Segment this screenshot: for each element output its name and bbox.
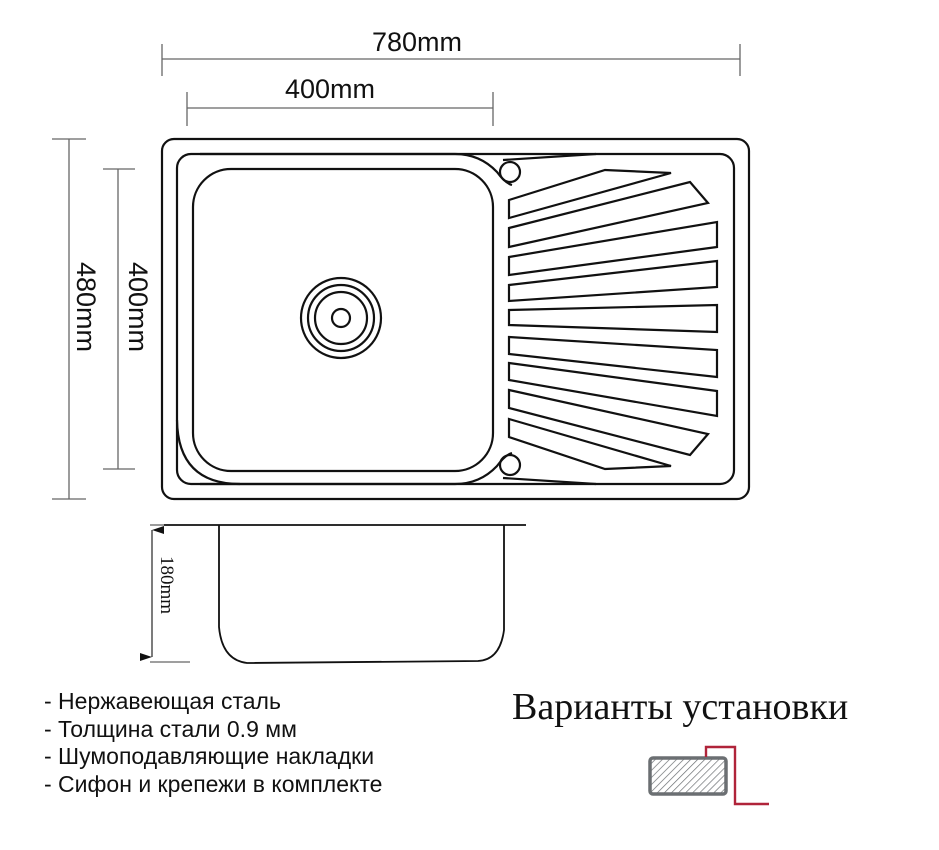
bowl-width-label: 400mm bbox=[285, 74, 376, 104]
overlay-mount-icon bbox=[648, 745, 769, 806]
sink-inner-frame bbox=[175, 152, 736, 486]
tap-hole-top bbox=[498, 160, 522, 184]
bowl-length-label: 400mm bbox=[123, 262, 153, 353]
feature-item: - Толщина стали 0.9 мм bbox=[44, 715, 297, 742]
sink-top-view bbox=[160, 137, 751, 501]
overall-width-label: 780mm bbox=[372, 27, 463, 57]
bowl-rim-outline bbox=[200, 152, 513, 187]
sink-outer-rim bbox=[160, 137, 751, 501]
feature-item: - Сифон и крепежи в комплекте bbox=[44, 770, 383, 797]
feature-list: - Нержавеющая сталь - Толщина стали 0.9 … bbox=[44, 688, 382, 798]
dimension-bowl-depth bbox=[140, 524, 190, 663]
overall-depth-label: 480mm bbox=[71, 262, 101, 353]
drainboard-ribs bbox=[507, 168, 719, 471]
bowl-depth-label: 180mm bbox=[156, 556, 177, 615]
dimension-overall-depth bbox=[52, 138, 86, 500]
dimension-overall-width bbox=[161, 44, 741, 76]
tap-hole-bottom bbox=[498, 453, 522, 477]
drain-icon bbox=[299, 276, 383, 360]
bowl bbox=[191, 167, 495, 473]
feature-item: - Нержавеющая сталь bbox=[44, 688, 281, 714]
dimension-bowl-length bbox=[103, 168, 135, 470]
feature-item: - Шумоподавляющие накладки bbox=[44, 743, 375, 769]
dimension-bowl-width bbox=[186, 92, 494, 126]
installation-title: Варианты установки bbox=[512, 686, 849, 728]
sink-side-view bbox=[164, 524, 526, 664]
